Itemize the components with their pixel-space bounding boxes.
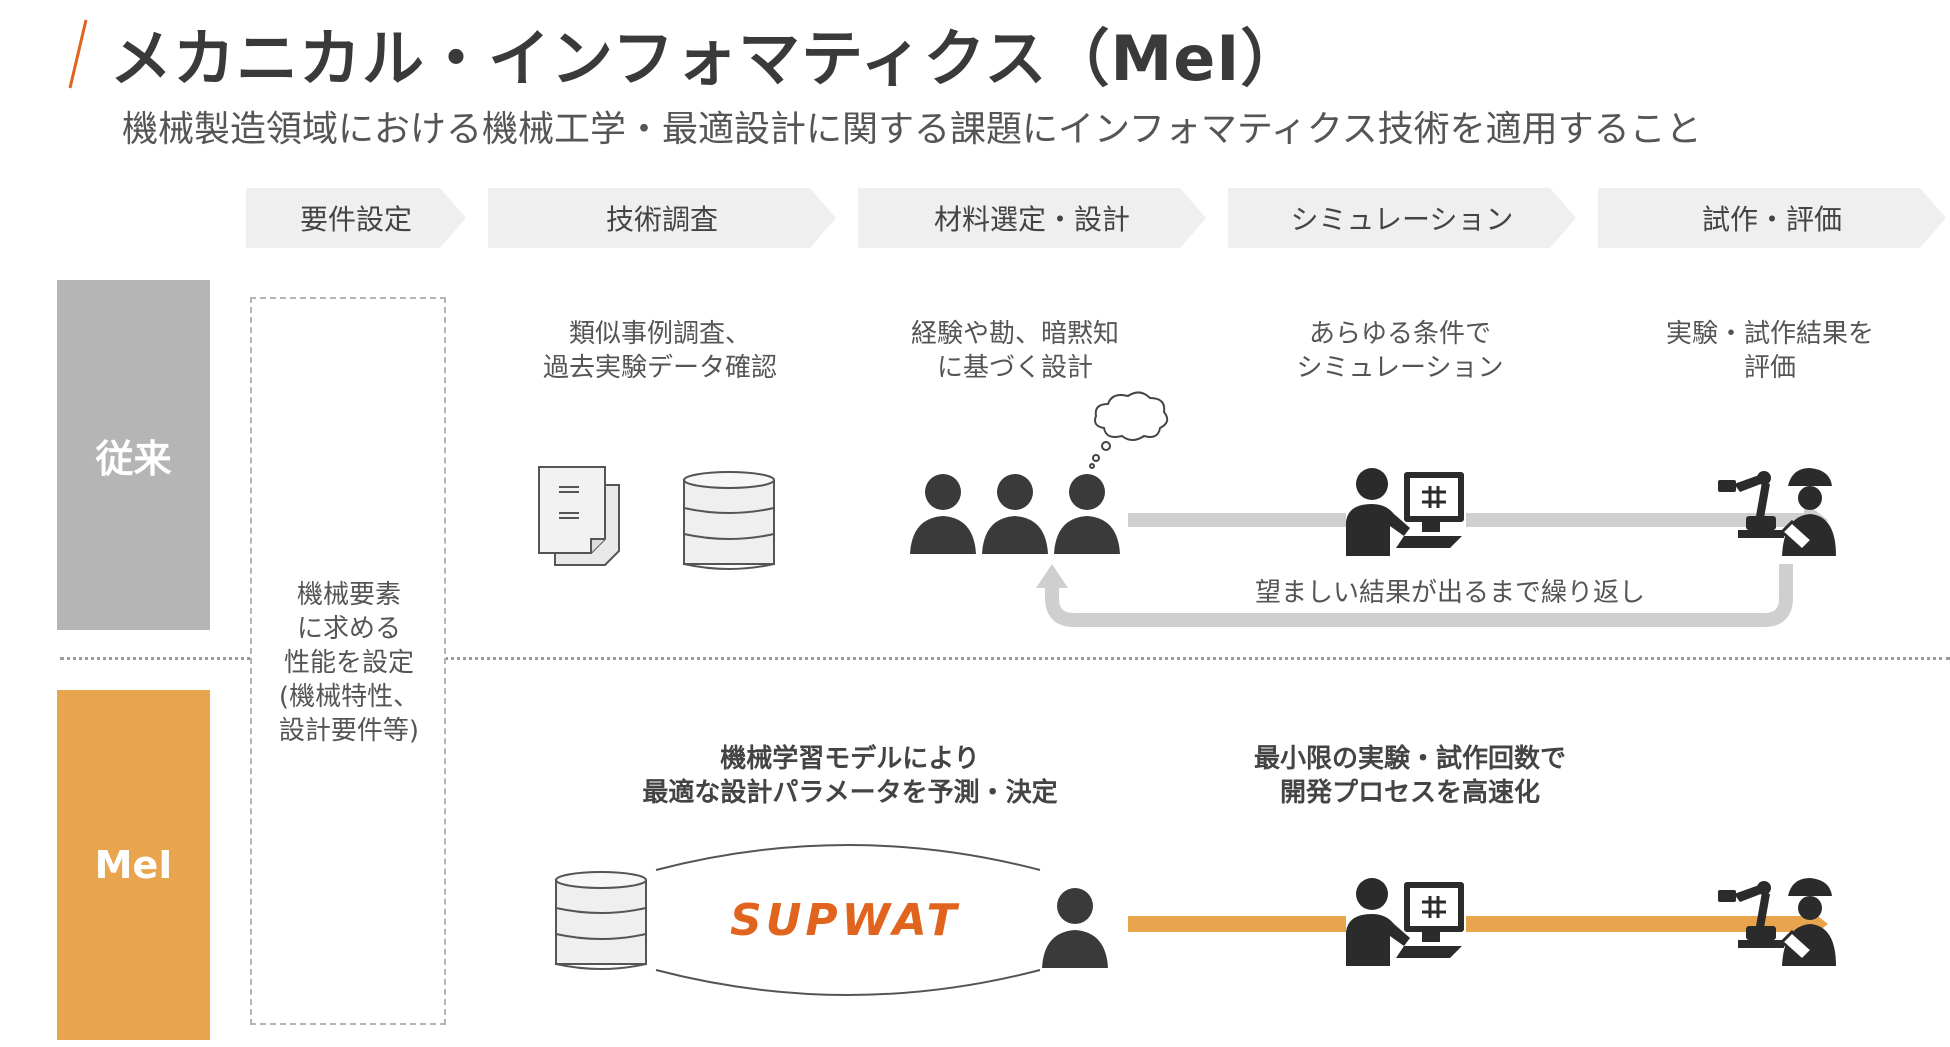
row-label-mei: MeI — [57, 690, 210, 1040]
computer-user-icon — [1346, 468, 1464, 556]
step-material-design: 材料選定・設計 — [858, 188, 1206, 248]
page-title: メカニカル・インフォマティクス（MeI） — [110, 22, 1304, 95]
step-tech-research: 技術調査 — [488, 188, 836, 248]
step-simulation: シミュレーション — [1228, 188, 1576, 248]
database-icon — [555, 871, 647, 970]
design-description: 経験や勘、暗黙知 に基づく設計 — [910, 319, 1119, 383]
step-requirements: 要件設定 — [246, 188, 466, 248]
robot-engineer-icon — [1718, 878, 1836, 966]
simulation-description: あらゆる条件で シミュレーション — [1296, 319, 1504, 383]
loop-text: 望ましい結果が出るまで繰り返し — [1254, 578, 1645, 608]
person-group-icon — [910, 474, 1120, 554]
step-prototype-eval: 試作・評価 — [1598, 188, 1946, 248]
page-subtitle: 機械製造領域における機械工学・最適設計に関する課題にインフォマティクス技術を適用… — [122, 109, 1702, 150]
row-divider — [60, 657, 1950, 660]
research-description: 類似事例調査、 過去実験データ確認 — [542, 319, 777, 383]
row-label-traditional: 従来 — [57, 280, 210, 630]
computer-user-icon — [1346, 878, 1464, 966]
logo-ellipse — [655, 844, 1041, 996]
speed-description: 最小限の実験・試作回数で 開発プロセスを高速化 — [1253, 744, 1566, 808]
flow-arrow-orange — [1128, 905, 1828, 943]
supwat-logo: SUPWAT — [730, 895, 961, 946]
database-icon — [683, 471, 775, 570]
requirement-box — [250, 297, 446, 1025]
title-accent-slash — [68, 19, 88, 89]
ml-description: 機械学習モデルにより 最適な設計パラメータを予測・決定 — [642, 744, 1058, 808]
robot-engineer-icon — [1718, 468, 1836, 556]
loop-return-arrow — [1036, 564, 1793, 627]
thought-bubble-icon — [1089, 391, 1169, 469]
requirement-text: 機械要素 に求める 性能を設定 (機械特性、 設計要件等) — [278, 580, 420, 746]
evaluation-description: 実験・試作結果を 評価 — [1665, 319, 1874, 383]
document-icon — [538, 466, 620, 566]
person-icon — [1042, 888, 1108, 968]
